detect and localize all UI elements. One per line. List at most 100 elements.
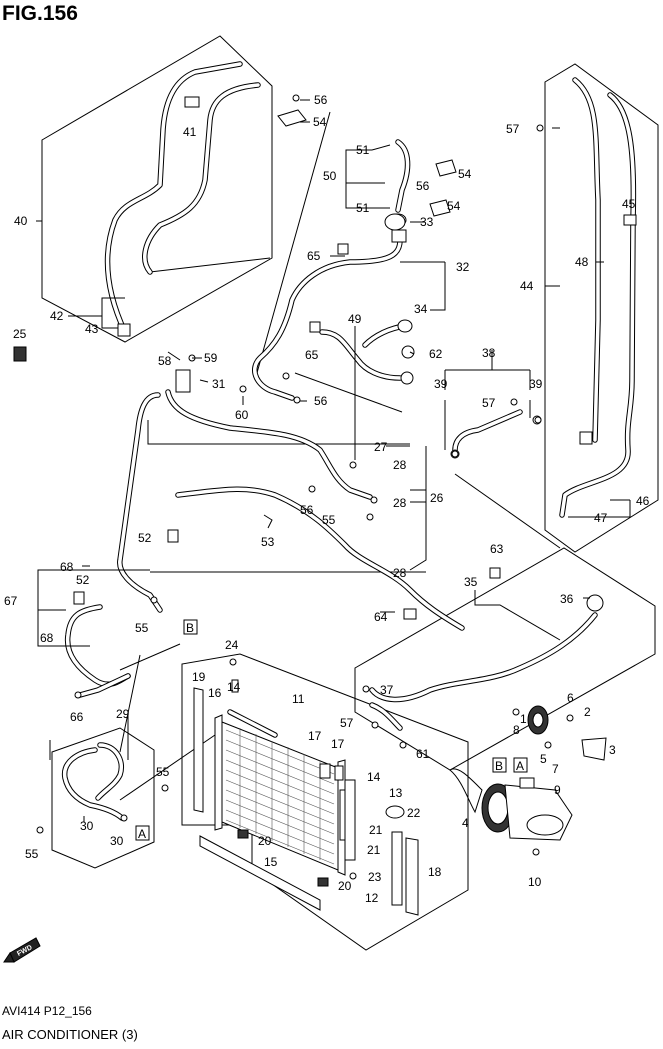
callout-1: 1 xyxy=(520,712,527,726)
relay-25 xyxy=(13,346,27,362)
bolts-and-orings xyxy=(36,94,574,880)
callout-3: 3 xyxy=(609,743,616,757)
callout-65a: 65 xyxy=(307,249,321,263)
callout-57c: 57 xyxy=(340,716,354,730)
reference-code: AVI414 P12_156 xyxy=(2,1004,92,1018)
clip-53 xyxy=(263,514,273,529)
callout-12: 12 xyxy=(365,891,379,905)
callout-65b: 65 xyxy=(305,348,319,362)
callout-67: 67 xyxy=(4,594,18,608)
seal-54a xyxy=(277,109,307,127)
callout-22: 22 xyxy=(407,806,421,820)
callout-20b: 20 xyxy=(338,879,352,893)
callout-leaders xyxy=(36,99,631,822)
callout-52b: 52 xyxy=(76,573,90,587)
clamp-63 xyxy=(489,567,501,579)
frame-condenser xyxy=(181,653,469,951)
callout-57b: 57 xyxy=(482,396,496,410)
ref-markers: A A B B xyxy=(135,619,528,841)
bracket-17a xyxy=(319,763,331,779)
callout-20a: 20 xyxy=(258,834,272,848)
frame-hose-44 xyxy=(544,63,659,553)
pipe-assembly-49 xyxy=(319,319,414,385)
callout-49: 49 xyxy=(348,312,362,326)
callout-48: 48 xyxy=(575,255,589,269)
callout-34: 34 xyxy=(414,302,428,316)
callout-39a: 39 xyxy=(434,377,448,391)
callout-51b: 51 xyxy=(356,201,370,215)
callout-32: 32 xyxy=(456,260,470,274)
callout-19: 19 xyxy=(192,670,206,684)
condenser-side-seals xyxy=(193,687,419,916)
callout-57a: 57 xyxy=(506,122,520,136)
pipe-assembly-32 xyxy=(252,213,407,401)
callout-55c: 55 xyxy=(156,765,170,779)
callout-53: 53 xyxy=(261,535,275,549)
callout-55d: 55 xyxy=(25,847,39,861)
callout-46: 46 xyxy=(636,494,650,508)
callout-61: 61 xyxy=(416,747,430,761)
callout-30b: 30 xyxy=(110,834,124,848)
callout-28c: 28 xyxy=(393,566,407,580)
callout-54a: 54 xyxy=(313,115,327,129)
callout-54c: 54 xyxy=(447,199,461,213)
callout-55b: 55 xyxy=(135,621,149,635)
pipe-assembly-68 xyxy=(64,604,131,698)
callout-16: 16 xyxy=(208,686,222,700)
bracket-3 xyxy=(581,737,607,761)
callout-14a: 14 xyxy=(227,680,241,694)
callout-35: 35 xyxy=(464,575,478,589)
small-parts xyxy=(13,109,501,887)
callout-56d: 56 xyxy=(300,503,314,517)
callout-68b: 68 xyxy=(40,631,54,645)
callout-10: 10 xyxy=(528,875,542,889)
callout-44: 44 xyxy=(520,279,534,293)
clamp-64 xyxy=(403,608,417,620)
compressor-9 xyxy=(481,777,573,841)
callout-21b: 21 xyxy=(367,843,381,857)
pipe-assembly-27 xyxy=(117,389,373,613)
condenser-11 xyxy=(214,709,346,876)
callout-41: 41 xyxy=(183,125,197,139)
clamp-52a xyxy=(167,529,179,543)
callout-9: 9 xyxy=(554,783,561,797)
callout-37: 37 xyxy=(380,683,394,697)
callout-14b: 14 xyxy=(367,770,381,784)
hose-assembly-44 xyxy=(559,77,637,518)
callout-18: 18 xyxy=(428,865,442,879)
callout-28b: 28 xyxy=(393,496,407,510)
callout-15: 15 xyxy=(264,855,278,869)
callout-62: 62 xyxy=(429,347,443,361)
callout-29: 29 xyxy=(116,707,130,721)
callout-51a: 51 xyxy=(356,143,370,157)
bracket-31 xyxy=(175,369,191,393)
callout-50: 50 xyxy=(323,169,337,183)
callout-11: 11 xyxy=(292,692,305,706)
callout-56b: 56 xyxy=(416,179,430,193)
callout-8: 8 xyxy=(513,723,520,737)
cap-33 xyxy=(384,213,406,231)
callout-58: 58 xyxy=(158,354,172,368)
callout-17a: 17 xyxy=(308,729,322,743)
pipe-assembly-50 xyxy=(395,139,411,213)
callout-38: 38 xyxy=(482,346,496,360)
callout-55a: 55 xyxy=(322,513,336,527)
callout-56c: 56 xyxy=(314,394,328,408)
clamp-65b xyxy=(309,321,321,333)
callout-labels: 1 2 3 4 5 6 7 8 9 10 11 12 13 14 14 15 1… xyxy=(4,93,650,905)
frame-pipe-35 xyxy=(354,547,656,771)
bushing-20a xyxy=(237,829,249,839)
callout-60: 60 xyxy=(235,408,249,422)
figure-caption: AIR CONDITIONER (3) xyxy=(2,1027,138,1042)
callout-13: 13 xyxy=(389,786,403,800)
fwd-arrow-icon: FWD xyxy=(3,937,41,963)
seal-54b xyxy=(435,159,457,177)
callout-5: 5 xyxy=(540,752,547,766)
ref-marker-a2: A xyxy=(138,827,146,841)
clamp-65a xyxy=(337,243,349,255)
drive-belt-4 xyxy=(449,768,483,814)
callout-43: 43 xyxy=(85,322,99,336)
callout-47: 47 xyxy=(594,511,608,525)
callout-28a: 28 xyxy=(393,458,407,472)
